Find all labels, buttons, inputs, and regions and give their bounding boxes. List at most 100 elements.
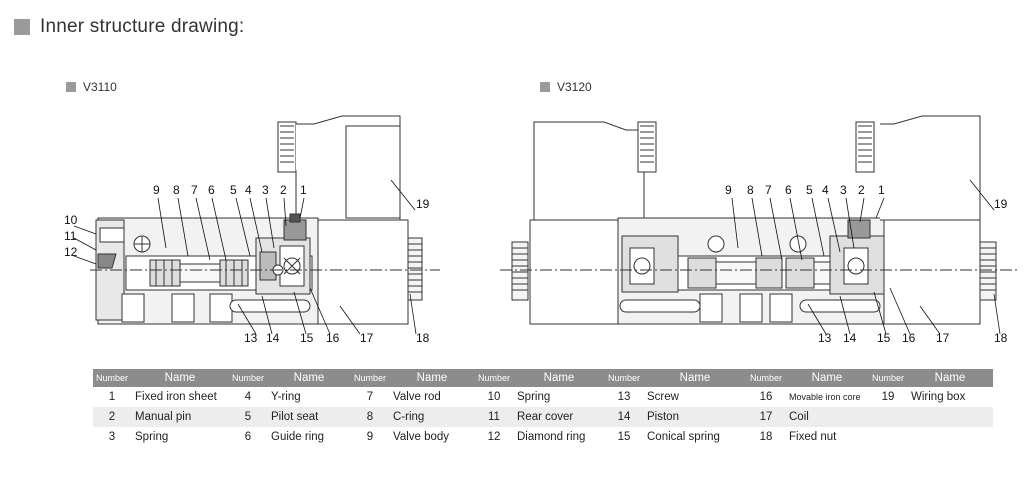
part-name: Screw <box>647 391 679 403</box>
model-bullet-icon <box>66 82 76 92</box>
part-name: Conical spring <box>647 431 720 443</box>
table-row: 2 Manual pin 5 Pilot seat 8 C-ring 11 Re… <box>93 407 993 427</box>
column-header: Number <box>351 369 389 387</box>
part-number: 12 <box>487 431 501 443</box>
section-title: Inner structure drawing: <box>40 16 245 37</box>
part-number: 5 <box>229 407 267 427</box>
part-name: Wiring box <box>911 391 966 403</box>
model-label-left: V3110 <box>66 80 117 94</box>
column-header: Number <box>747 369 785 387</box>
part-name: Spring <box>135 431 169 443</box>
part-number: 4 <box>244 391 252 403</box>
callout-top: 9 <box>153 183 160 197</box>
callout-top: 5 <box>806 183 813 197</box>
model-name-left: V3110 <box>83 80 117 94</box>
callout-top: 7 <box>765 183 772 197</box>
callout-bottom: 18 <box>994 331 1008 345</box>
section-bullet-icon <box>14 19 30 35</box>
model-label-right: V3120 <box>540 80 592 94</box>
callout-top: 8 <box>173 183 180 197</box>
fixed-nut-right-icon <box>979 241 997 301</box>
part-name: Movable iron core <box>789 392 861 402</box>
part-number: 7 <box>366 391 374 403</box>
part-name: C-ring <box>389 407 475 427</box>
part-number: 13 <box>617 391 631 403</box>
wiring-box-right <box>880 115 981 221</box>
callout-top: 9 <box>725 183 732 197</box>
model-name-right: V3120 <box>557 80 592 94</box>
table-header-row: Number Name Number Name Number Name Numb… <box>93 369 993 387</box>
valve-diagram-v3120: 9 8 7 6 5 4 3 2 1 13 14 15 16 17 18 19 <box>500 115 1020 345</box>
part-name <box>907 407 993 427</box>
part-number: 16 <box>759 391 773 403</box>
section-header: Inner structure drawing: <box>14 16 244 38</box>
callout-bottom: 13 <box>244 331 258 345</box>
part-name: Pilot seat <box>267 407 351 427</box>
column-header: Name <box>131 369 229 387</box>
column-header: Number <box>605 369 643 387</box>
column-header: Name <box>267 369 351 387</box>
callout-top: 2 <box>858 183 865 197</box>
part-name: Diamond ring <box>517 431 586 443</box>
column-header: Name <box>513 369 605 387</box>
callout-bottom: 15 <box>877 331 891 345</box>
part-number: 6 <box>244 431 252 443</box>
part-number: 2 <box>93 407 131 427</box>
callout-bottom: 18 <box>416 331 430 345</box>
callout-bottom: 15 <box>300 331 314 345</box>
part-name <box>907 427 993 447</box>
part-number <box>869 427 907 447</box>
callout-side: 10 <box>64 213 78 227</box>
column-header: Number <box>93 369 131 387</box>
callout-top: 4 <box>822 183 829 197</box>
model-bullet-icon <box>540 82 550 92</box>
callout-bottom: 16 <box>902 331 916 345</box>
column-header: Name <box>907 369 993 387</box>
part-name: Y-ring <box>271 391 301 403</box>
part-number <box>869 407 907 427</box>
part-name: Guide ring <box>271 431 325 443</box>
callout-bottom: 14 <box>843 331 857 345</box>
callout-top: 3 <box>262 183 269 197</box>
callout-top: 3 <box>840 183 847 197</box>
coil-right <box>883 219 981 325</box>
part-number: 11 <box>475 407 513 427</box>
column-header: Name <box>643 369 747 387</box>
wiring-box-icon <box>277 115 401 221</box>
callout-side: 12 <box>64 245 78 259</box>
coil-left <box>529 219 621 325</box>
part-number: 19 <box>881 391 895 403</box>
part-number: 14 <box>605 407 643 427</box>
callout-top: 1 <box>300 183 307 197</box>
callout-top: 8 <box>747 183 754 197</box>
wiring-box-left <box>533 121 645 221</box>
part-number: 1 <box>108 391 116 403</box>
part-name: Valve body <box>393 431 450 443</box>
part-name: Rear cover <box>513 407 605 427</box>
callout-top: 1 <box>878 183 885 197</box>
parts-table: Number Name Number Name Number Name Numb… <box>93 369 993 447</box>
part-name: Fixed iron sheet <box>135 391 217 403</box>
part-name: Manual pin <box>131 407 229 427</box>
table-row: 3 Spring 6 Guide ring 9 Valve body 12 Di… <box>93 427 993 447</box>
column-header: Number <box>475 369 513 387</box>
part-name: Piston <box>643 407 747 427</box>
part-name: Spring <box>517 391 551 403</box>
callout-bottom: 17 <box>936 331 950 345</box>
valve-diagram-v3110: 9 8 7 6 5 4 3 2 1 10 11 12 13 14 15 16 1… <box>64 115 440 345</box>
coil-body <box>317 219 409 325</box>
fixed-nut-icon <box>407 237 423 301</box>
callout-top: 7 <box>191 183 198 197</box>
table-row: 1 Fixed iron sheet 4 Y-ring 7 Valve rod … <box>93 387 993 407</box>
part-number: 8 <box>351 407 389 427</box>
callout-side: 11 <box>64 229 77 243</box>
column-header: Name <box>389 369 475 387</box>
callout-top: 6 <box>785 183 792 197</box>
callout-bottom: 14 <box>266 331 280 345</box>
part-number: 10 <box>487 391 501 403</box>
callout-bottom: 16 <box>326 331 340 345</box>
part-number: 9 <box>366 431 374 443</box>
callout-top: 6 <box>208 183 215 197</box>
column-header: Name <box>785 369 869 387</box>
column-header: Number <box>229 369 267 387</box>
